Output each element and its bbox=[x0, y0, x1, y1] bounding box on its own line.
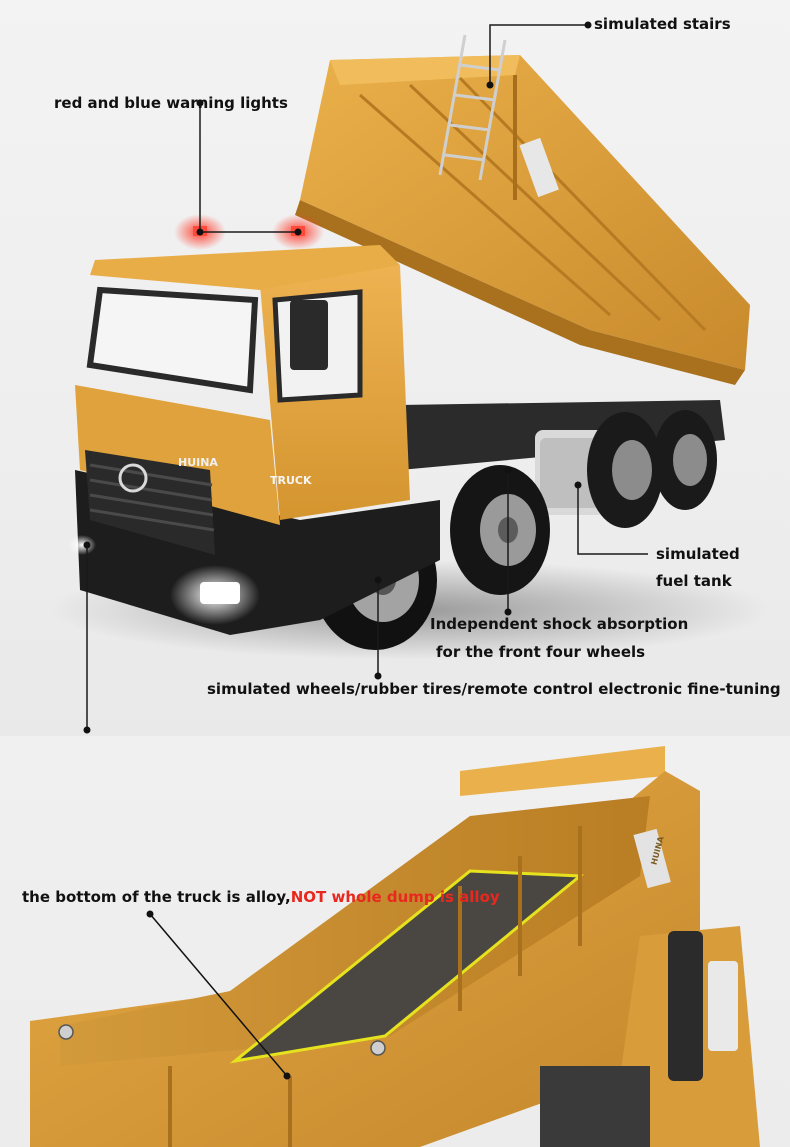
cab-brand-badge: HUINA bbox=[178, 456, 218, 469]
simulated-stairs-ladder bbox=[438, 34, 507, 181]
callout-leader-alloy bbox=[149, 913, 288, 1077]
callout-alloy-red-text: NOT whole dump is alloy bbox=[290, 888, 500, 906]
callout-shock-line2: for the front four wheels bbox=[436, 643, 646, 661]
callout-dot bbox=[146, 910, 154, 918]
callout-warning-lights: red and blue warning lights bbox=[54, 94, 288, 112]
chassis bbox=[400, 400, 725, 515]
bolt-icon bbox=[370, 1040, 386, 1056]
callout-simulated-stairs: simulated stairs bbox=[594, 15, 731, 33]
callout-fuel-tank-line2: fuel tank bbox=[656, 572, 732, 590]
callout-dot bbox=[283, 1072, 291, 1080]
alloy-floor bbox=[235, 871, 580, 1061]
cab-model-badge: TRUCK bbox=[270, 474, 312, 487]
brand-emblem-icon bbox=[118, 463, 148, 493]
product-photo-top: HUINA TRUCK bbox=[0, 0, 790, 736]
dump-bed-interior-illustration: HUINA bbox=[30, 746, 760, 1147]
callout-wheels: simulated wheels/rubber tires/remote con… bbox=[207, 680, 781, 698]
truck-cab-partial bbox=[540, 926, 760, 1147]
callout-alloy-black-text: the bottom of the truck is alloy, bbox=[22, 888, 291, 906]
dump-truck-illustration: HUINA TRUCK bbox=[50, 21, 770, 734]
product-photo-bottom: HUINA the bottom of the truck is alloy,N… bbox=[0, 736, 790, 1147]
callout-alloy-bottom: the bottom of the truck is alloy,NOT who… bbox=[22, 888, 500, 906]
callout-fuel-tank-line1: simulated bbox=[656, 545, 740, 563]
bolt-icon bbox=[58, 1024, 74, 1040]
callout-dots bbox=[83, 21, 592, 734]
dump-bed bbox=[295, 34, 750, 385]
callout-leaders bbox=[86, 24, 648, 730]
truck-cab bbox=[68, 245, 440, 635]
callout-shock-line1: Independent shock absorption bbox=[430, 615, 689, 633]
rear-wheels bbox=[587, 410, 717, 528]
